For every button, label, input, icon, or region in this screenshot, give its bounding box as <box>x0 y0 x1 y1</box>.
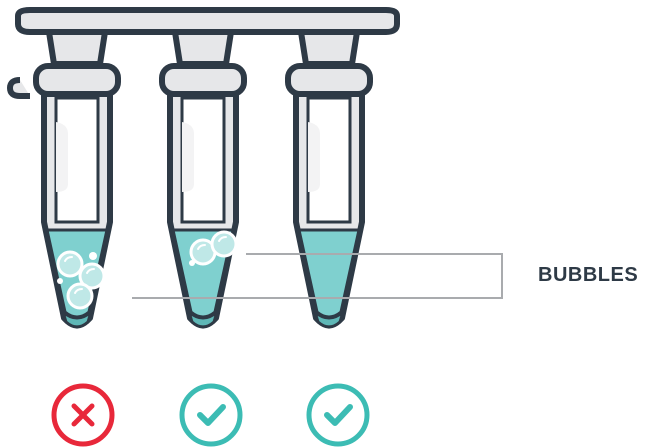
tube-2-status <box>182 386 240 444</box>
tube-1 <box>36 32 118 327</box>
tube-2 <box>162 32 244 327</box>
tube-1-status <box>54 386 112 444</box>
bubbles-label: BUBBLES <box>538 264 638 287</box>
tube-3 <box>288 32 370 327</box>
tube-3-status <box>309 386 367 444</box>
